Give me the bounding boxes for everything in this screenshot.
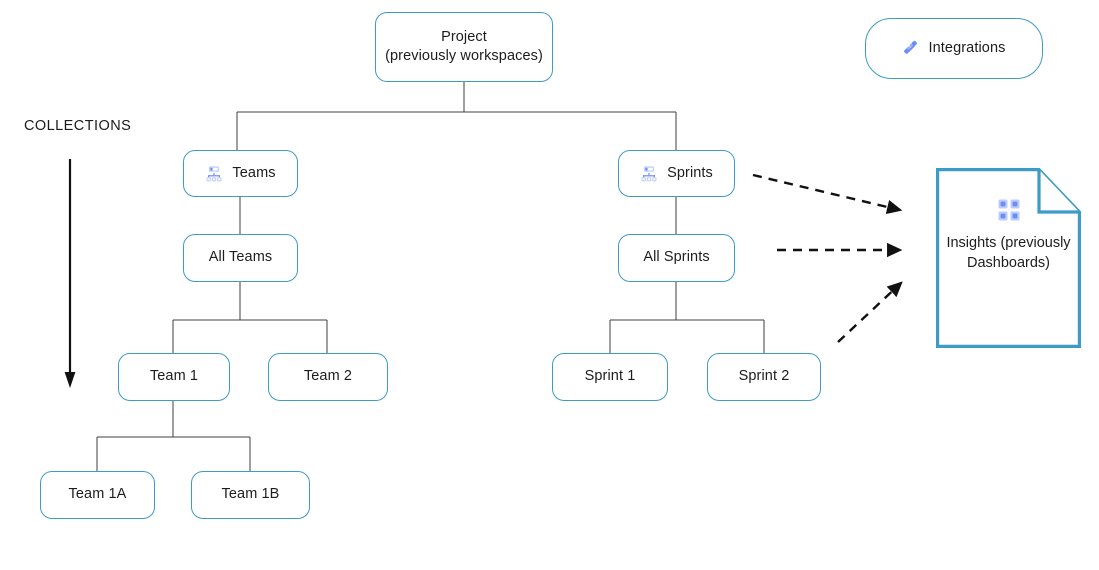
node-integrations-label: Integrations [928,39,1006,56]
node-all-teams[interactable]: All Teams [183,234,298,282]
link-connector-icon [903,40,920,57]
node-team-1a[interactable]: Team 1A [40,471,155,519]
document-shape [936,168,1081,348]
org-chart-icon [205,165,223,183]
org-chart-icon [640,165,658,183]
node-insights-line1: Insights [946,235,997,251]
node-project-line2: (previously workspaces) [385,48,543,64]
node-team-2-label: Team 2 [303,368,353,385]
node-sprints[interactable]: Sprints [618,150,735,197]
node-sprints-label: Sprints [667,164,713,181]
node-team-2[interactable]: Team 2 [268,353,388,401]
node-team-1-label: Team 1 [149,368,199,385]
dashed-arrow-sprints-insights [752,173,903,215]
node-insights-line2: (previously [1000,235,1071,251]
node-all-teams-label: All Teams [208,249,273,266]
node-project[interactable]: Project (previously workspaces) [375,12,553,82]
node-integrations[interactable]: Integrations [865,18,1043,79]
node-all-sprints[interactable]: All Sprints [618,234,735,282]
node-all-sprints-label: All Sprints [643,249,710,266]
node-teams[interactable]: Teams [183,150,298,197]
node-team-1[interactable]: Team 1 [118,353,230,401]
grid-2x2-icon [997,198,1021,222]
node-team-1b-label: Team 1B [221,486,280,503]
dashed-arrows-to-insights [752,173,903,343]
collections-arrow [64,159,76,388]
node-team-1a-label: Team 1A [68,486,127,503]
node-sprint-2-label: Sprint 2 [738,368,790,385]
node-sprint-2[interactable]: Sprint 2 [707,353,821,401]
node-insights-line3: Dashboards) [966,254,1050,271]
node-project-line1: Project [441,28,487,45]
dashed-arrow-sprint2-insights [837,281,903,343]
node-sprint-1[interactable]: Sprint 1 [552,353,668,401]
node-sprint-1-label: Sprint 1 [584,368,636,385]
collections-label: COLLECTIONS [24,118,132,134]
node-teams-label: Teams [232,164,276,181]
node-insights[interactable]: Insights (previously Dashboards) [936,168,1081,348]
node-team-1b[interactable]: Team 1B [191,471,310,519]
